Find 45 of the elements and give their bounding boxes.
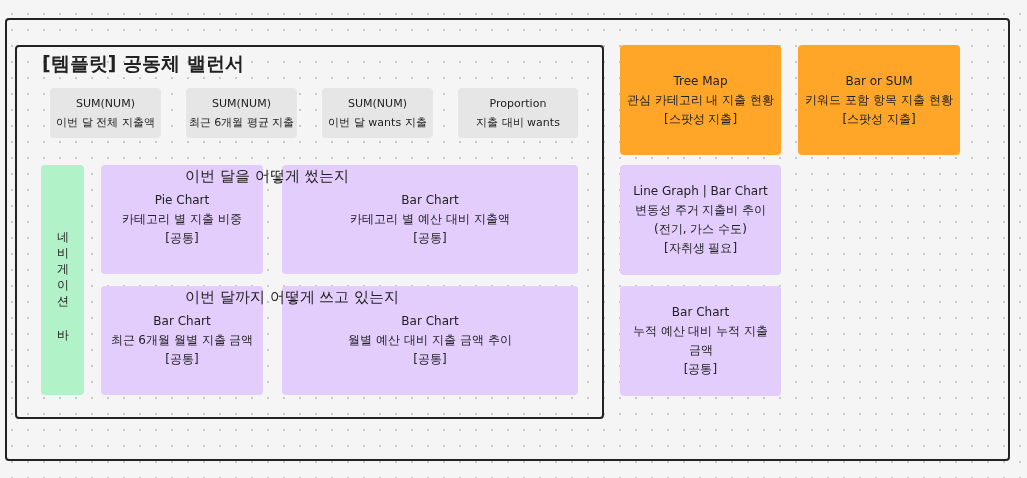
chart-box: [620, 286, 781, 396]
description-text: 관심 카테고리 내 지출 현황: [626, 91, 775, 109]
description-text: [공통]: [165, 351, 199, 368]
description-text: 지출 대비 wants: [476, 115, 560, 131]
description-text: [스팟성 지출]: [663, 110, 738, 128]
chart-type-text: SUM(NUM): [212, 96, 271, 112]
description-text: (전기, 가스 수도): [654, 221, 747, 238]
chart-type-text: Bar Chart: [401, 192, 459, 209]
chart-box: [620, 45, 781, 155]
chart-type-text: Bar Chart: [671, 304, 730, 321]
description-text: 키워드 포함 항목 지출 현황: [805, 91, 953, 109]
chart-type-text: SUM(NUM): [348, 96, 407, 112]
chart-type-text: SUM(NUM): [76, 96, 135, 112]
board-frame: [5, 18, 1010, 461]
description-text: 이번 달 전체 지출액: [56, 115, 155, 131]
chart-box: [798, 45, 960, 155]
chart-type-text: Tree Map: [673, 72, 728, 90]
description-text: 이번 달 wants 지출: [328, 115, 427, 131]
navigation-bar: [41, 165, 84, 395]
description-text: [공통]: [413, 230, 447, 247]
chart-type-text: Bar Chart: [401, 313, 459, 330]
description-text: [공통]: [413, 351, 447, 368]
template-frame: [15, 45, 604, 419]
chart-type-text: Line Graph | Bar Chart: [633, 183, 768, 200]
description-text: 변동성 주거 지출비 추이: [634, 202, 767, 219]
chart-type-text: Pie Chart: [154, 192, 210, 209]
chart-type-text: Bar or SUM: [845, 72, 913, 90]
chart-box: [620, 165, 781, 275]
description-text: [공통]: [165, 230, 199, 247]
description-text: 카테고리 별 예산 대비 지출액: [350, 211, 510, 228]
description-text: [스팟성 지출]: [842, 110, 916, 128]
description-text: 월별 예산 대비 지출 금액 추이: [348, 332, 512, 349]
section-heading: 이번 달까지 어떻게 쓰고 있는지: [185, 288, 400, 307]
chart-type-text: Bar Chart: [153, 313, 211, 330]
frame-title: [템플릿] 공동체 밸런서: [42, 51, 244, 76]
section-heading: 이번 달을 어떻게 썼는지: [185, 167, 350, 186]
description-text: 카테고리 별 지출 비중: [122, 211, 242, 228]
description-text: 최근 6개월 평균 지출: [188, 115, 295, 131]
description-text: 최근 6개월 월별 지출 금액: [110, 332, 254, 349]
vertical-label: 네비게이션 바: [55, 223, 70, 337]
description-text: [자취생 필요]: [663, 240, 738, 257]
chart-box: [101, 286, 263, 395]
description-text: 누적 예산 대비 누적 지출 금액: [631, 323, 770, 359]
chart-type-text: Proportion: [489, 96, 547, 112]
description-text: [공통]: [683, 361, 718, 378]
